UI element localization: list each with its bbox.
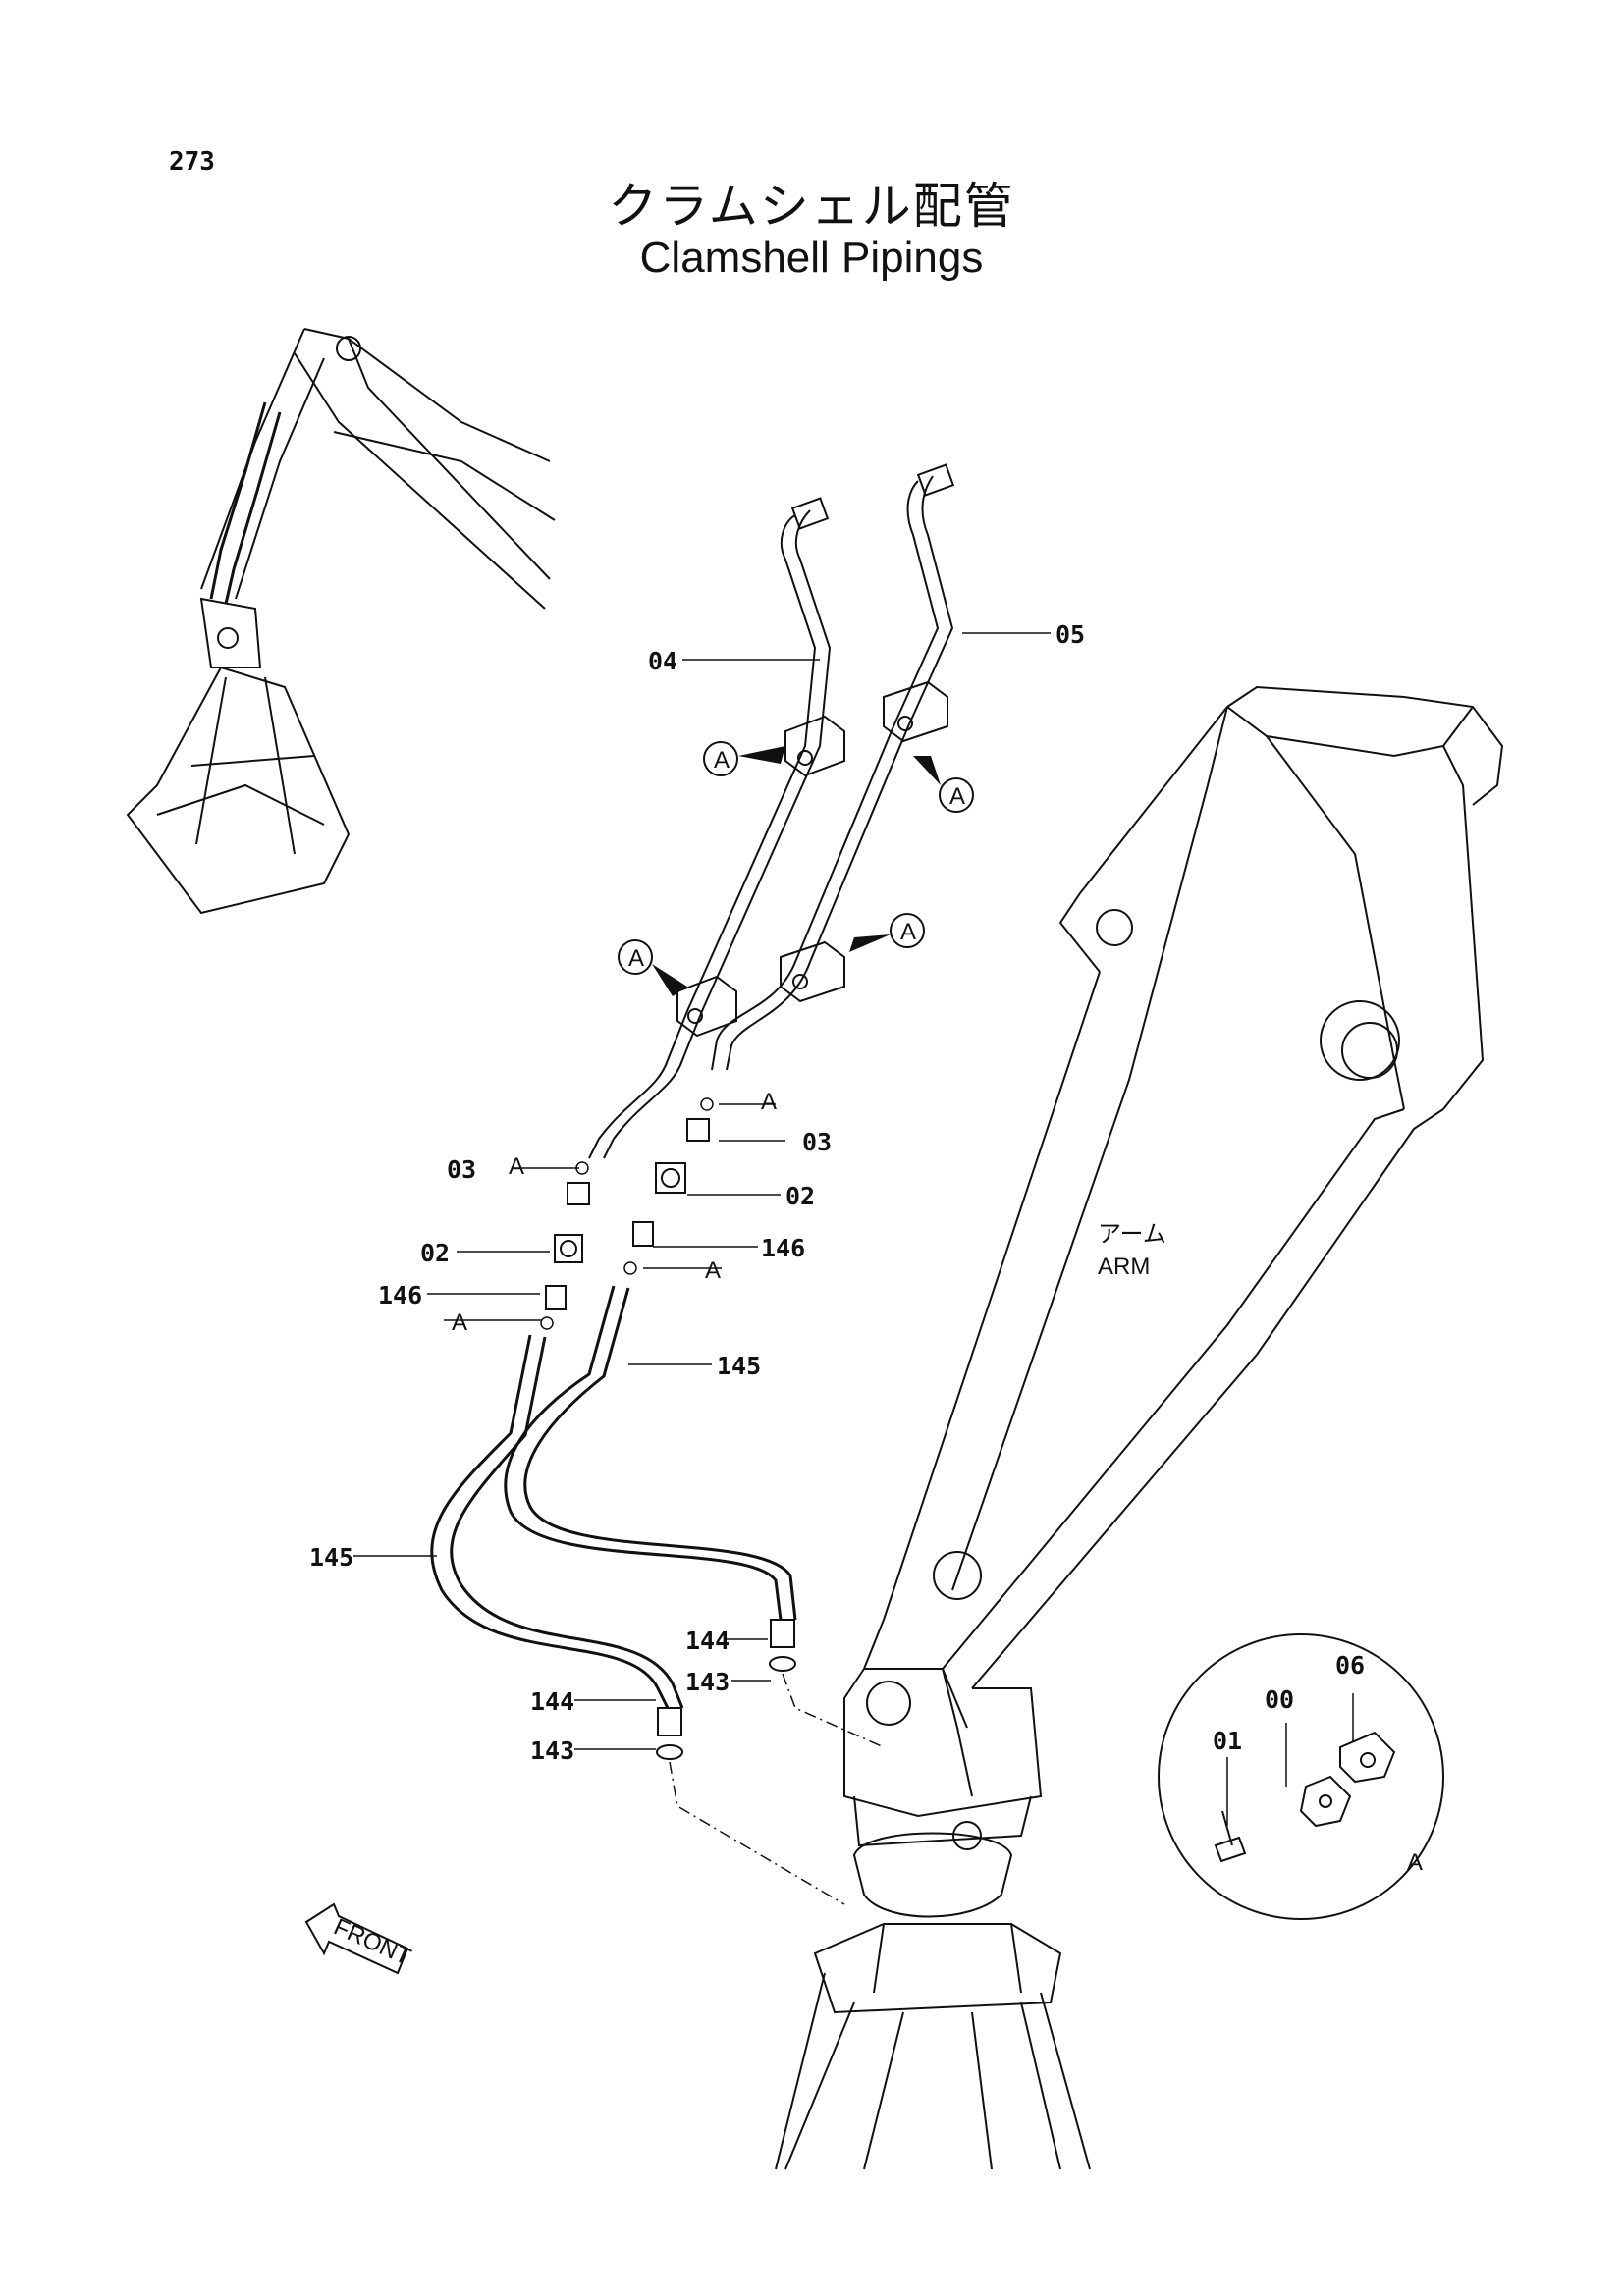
callout-a-3 [618,939,687,996]
page-title-english: Clamshell Pipings [639,234,984,282]
callout-143-right: 143 [685,1668,730,1696]
oring-a-label-left-top: A [509,1153,524,1180]
callout-144-right: 144 [685,1627,730,1655]
callout-a-4-letter: A [900,919,916,945]
callout-a-3-letter: A [628,945,644,972]
hose-145-right [504,1285,797,1621]
callout-a-4 [849,913,925,952]
callout-detail-01: 01 [1213,1727,1242,1755]
callout-a-2 [913,756,974,813]
callout-146-right: 146 [761,1234,805,1262]
detail-a-label: A [1407,1849,1423,1876]
pipe-04 [588,497,832,1159]
callout-a-1-letter: A [714,747,730,774]
callout-146-left: 146 [378,1281,422,1309]
callout-145-upper: 145 [717,1352,761,1380]
clamshell-overview-illustration [126,328,556,915]
callout-05: 05 [1055,620,1085,649]
callout-144-left: 144 [530,1687,574,1716]
callout-143-left: 143 [530,1736,574,1765]
clamp-upper-left [784,715,845,777]
callout-02-left: 02 [420,1239,450,1267]
fittings-left [540,1161,590,1330]
callout-a-1 [703,741,785,776]
arm-label-japanese: アーム [1098,1221,1166,1248]
arm-illustration [775,685,1504,2170]
page-number: 273 [169,147,215,177]
callout-02-right: 02 [785,1182,815,1210]
clamp-lower-left [676,975,737,1038]
callout-03-left: 03 [447,1155,476,1184]
callout-detail-06: 06 [1335,1651,1365,1680]
callout-04: 04 [648,647,677,675]
callout-145-lower: 145 [309,1543,353,1572]
callout-03-right: 03 [802,1128,832,1156]
leader-lines [353,632,1051,1750]
front-arrow [304,1902,409,1975]
fittings-right [623,1097,714,1275]
hose-145-left [430,1334,684,1709]
pipe-05 [711,463,955,1071]
callout-detail-00: 00 [1265,1685,1294,1714]
detail-a-inset [1158,1633,1444,1920]
callout-a-2-letter: A [949,783,965,810]
oring-a-label-right-bottom: A [705,1257,721,1284]
oring-a-label-right-top: A [761,1089,777,1115]
clamp-upper-right [883,680,948,743]
page-title-japanese: クラムシェル配管 [608,178,1015,235]
hose-ends [656,1619,885,1905]
oring-a-label-left-bottom: A [452,1309,467,1336]
arm-label-english: ARM [1098,1254,1150,1280]
clamp-lower-right [780,940,845,1003]
